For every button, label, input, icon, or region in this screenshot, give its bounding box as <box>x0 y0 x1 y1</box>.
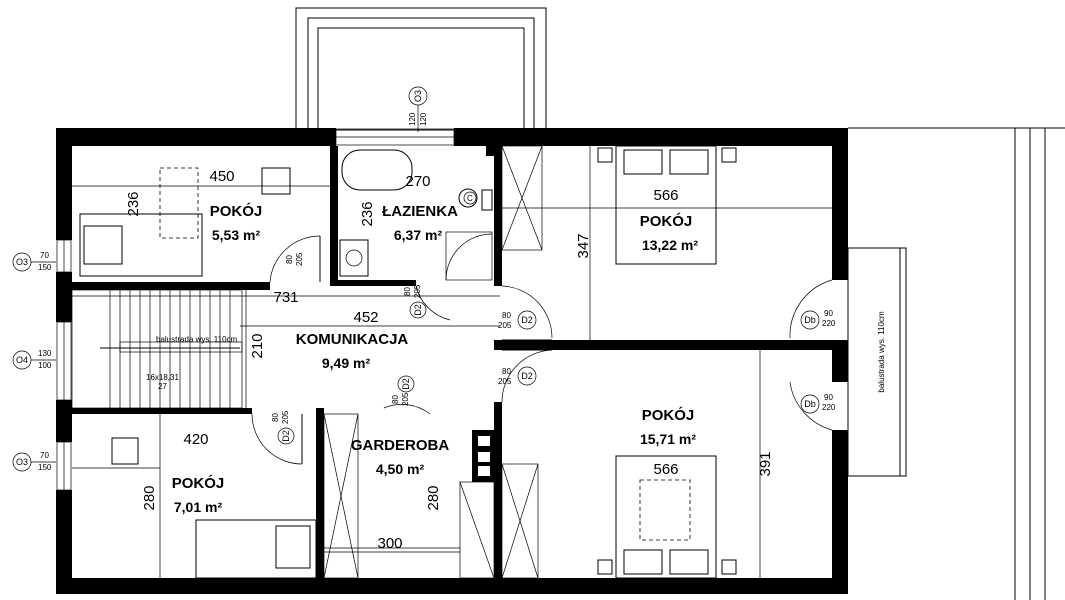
door-tag: D2 80 205 <box>391 375 415 406</box>
svg-text:80: 80 <box>502 311 511 320</box>
notes: balustrada wys. 110cm balustrada wys. 11… <box>146 191 886 393</box>
svg-text:80: 80 <box>403 287 412 296</box>
room-area: 7,01 m² <box>174 499 223 515</box>
svg-text:100: 100 <box>38 361 52 370</box>
door-tag: D2 80 205 <box>498 310 537 330</box>
dimension: 566 <box>653 187 678 204</box>
balcony-balustrade-note: balustrada wys. 110cm <box>877 311 886 393</box>
room-name: ŁAZIENKA <box>382 203 458 220</box>
svg-text:220: 220 <box>822 403 836 412</box>
svg-text:150: 150 <box>38 463 52 472</box>
dimension: 280 <box>141 485 158 510</box>
window-tag: O3 70 150 <box>12 251 56 272</box>
dimension: 210 <box>249 333 266 358</box>
svg-text:D2: D2 <box>521 315 533 325</box>
dimension: 391 <box>757 451 774 476</box>
svg-text:220: 220 <box>822 319 836 328</box>
svg-text:205: 205 <box>295 252 304 266</box>
dimension: 347 <box>575 233 592 258</box>
wc-tag: C <box>467 194 473 203</box>
svg-text:O3: O3 <box>16 457 28 467</box>
svg-text:120: 120 <box>419 112 428 126</box>
door-tag: Db 90 220 <box>800 309 836 330</box>
svg-text:D2: D2 <box>401 378 411 390</box>
windows <box>56 128 455 491</box>
room-area: 13,22 m² <box>642 237 698 253</box>
right-terrace <box>847 127 1065 600</box>
furniture <box>72 145 832 579</box>
chimney <box>478 146 494 476</box>
svg-text:D2: D2 <box>521 371 533 381</box>
svg-text:Db: Db <box>804 315 816 325</box>
dimension: 236 <box>125 191 142 216</box>
room-name: KOMUNIKACJA <box>296 331 409 348</box>
stairs-step: 27 <box>158 382 167 391</box>
room-name: POKÓJ <box>172 474 225 492</box>
outer-walls <box>56 128 848 594</box>
svg-text:120: 120 <box>408 112 417 126</box>
door-tag: Db 90 220 <box>800 393 836 414</box>
svg-text:205: 205 <box>498 377 512 386</box>
staircase <box>71 289 243 409</box>
svg-text:80: 80 <box>271 413 280 422</box>
room-area: 5,53 m² <box>212 227 261 243</box>
svg-text:80: 80 <box>502 367 511 376</box>
window-tag: O3 70 150 <box>12 451 56 472</box>
dimension: 452 <box>353 309 378 326</box>
room-labels: POKÓJ 5,53 m² ŁAZIENKA 6,37 m² POKÓJ 13,… <box>172 202 699 515</box>
room-area: 4,50 m² <box>376 461 425 477</box>
svg-text:205: 205 <box>413 284 422 298</box>
room-name: POKÓJ <box>640 212 693 230</box>
top-balcony <box>295 7 547 131</box>
door-swings <box>251 235 833 465</box>
svg-text:D2: D2 <box>413 304 423 316</box>
door-tag: 80 205 <box>285 252 304 266</box>
room-area: 9,49 m² <box>322 355 371 371</box>
dimension: 300 <box>377 535 402 552</box>
dimension: 731 <box>273 289 298 306</box>
svg-text:80: 80 <box>391 395 400 404</box>
svg-text:Db: Db <box>804 399 816 409</box>
svg-text:O4: O4 <box>16 355 28 365</box>
room-name: POKÓJ <box>210 202 263 220</box>
room-area: 6,37 m² <box>394 227 443 243</box>
dimension: 420 <box>183 431 208 448</box>
room-name: GARDEROBA <box>351 437 450 454</box>
room-name: POKÓJ <box>642 406 695 424</box>
dimension: 236 <box>359 201 376 226</box>
svg-text:O3: O3 <box>16 257 28 267</box>
stairs-balustrade-note: balustrada wys. 110cm <box>156 335 238 344</box>
room-area: 15,71 m² <box>640 431 696 447</box>
svg-text:205: 205 <box>498 321 512 330</box>
dimension-labels: 450 236 270 236 566 347 731 452 210 420 … <box>72 168 774 553</box>
window-tag: O4 130 100 <box>12 349 56 370</box>
svg-text:90: 90 <box>824 393 833 402</box>
stairs-spec: 16x18,31 <box>146 373 179 382</box>
door-tag: D2 80 205 <box>403 284 427 319</box>
svg-text:205: 205 <box>281 410 290 424</box>
door-tags: D2 80 205 D2 80 205 Db 90 220 Db 90 220 … <box>271 252 836 445</box>
dimension: 270 <box>405 173 430 190</box>
svg-text:130: 130 <box>38 349 52 358</box>
svg-text:D2: D2 <box>281 430 291 442</box>
svg-text:150: 150 <box>38 263 52 272</box>
window-tag: O3 120 120 <box>408 86 428 132</box>
svg-text:90: 90 <box>824 309 833 318</box>
dimension: 566 <box>653 461 678 478</box>
window-tags: O3 70 150 O4 130 100 O3 70 150 O3 120 12… <box>12 86 428 472</box>
svg-text:70: 70 <box>40 451 49 460</box>
svg-text:80: 80 <box>285 255 294 264</box>
svg-text:O3: O3 <box>413 90 423 102</box>
dimension: 450 <box>209 168 234 185</box>
dimension: 280 <box>425 485 442 510</box>
door-tag: D2 80 205 <box>271 410 295 445</box>
door-tag: D2 80 205 <box>498 366 537 386</box>
svg-text:70: 70 <box>40 251 49 260</box>
svg-text:205: 205 <box>401 392 410 406</box>
